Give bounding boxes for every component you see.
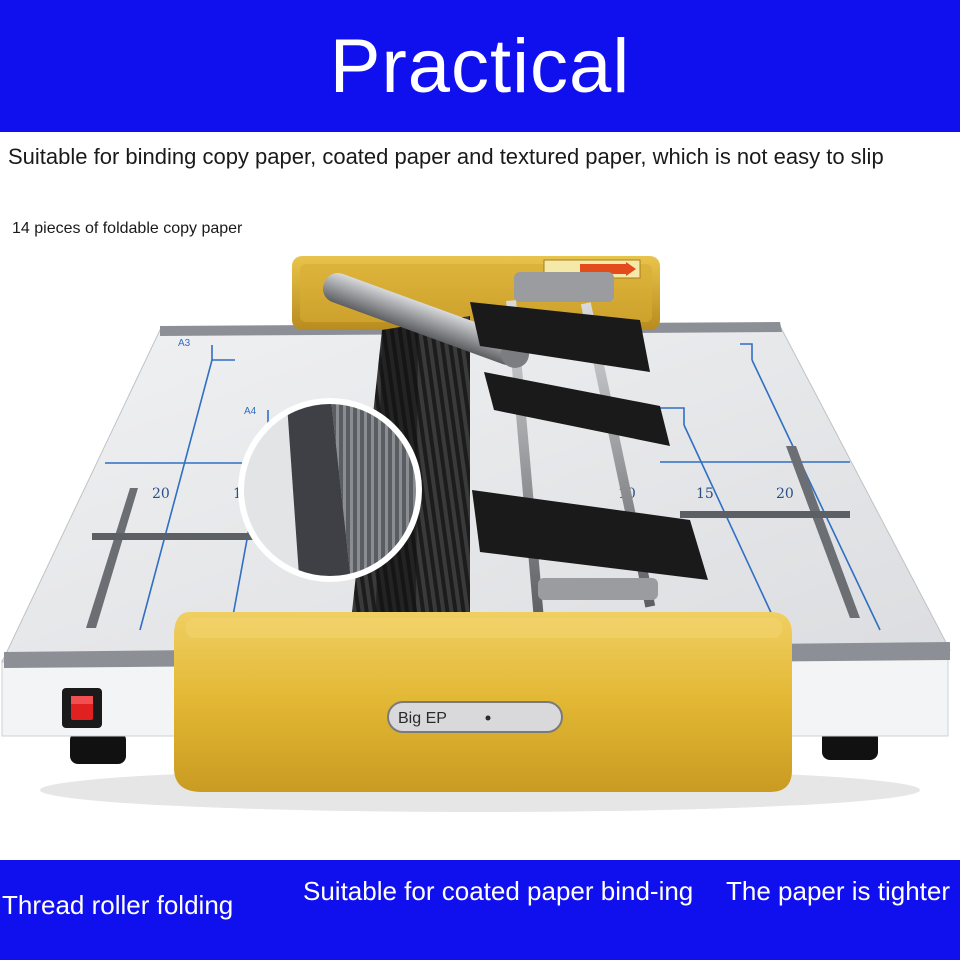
machine-foot-left	[70, 732, 126, 764]
brand-plate: Big EP	[387, 701, 563, 733]
power-switch[interactable]	[62, 688, 102, 728]
machine-foot-right	[822, 730, 878, 760]
scale-label: 15	[696, 486, 714, 502]
header-banner: Practical	[0, 0, 960, 132]
description-text: Suitable for binding copy paper, coated …	[8, 144, 884, 169]
feature-paper-tighter: The paper is tighter	[726, 876, 951, 906]
size-label-a4: A4	[244, 406, 257, 417]
clamp-mount	[514, 272, 614, 302]
product-photo: A3 A4 20 1 10 15 20	[1, 256, 951, 812]
scale-label: 20	[776, 486, 794, 502]
brand-label: Big EP	[398, 710, 447, 727]
roller-zoom-inset	[238, 398, 422, 582]
paper-guide-left[interactable]	[86, 488, 262, 628]
size-label-a3: A3	[178, 338, 191, 349]
clamp-mount	[538, 578, 658, 600]
footer-banner	[0, 860, 960, 960]
feature-thread-roller: Thread roller folding	[2, 890, 234, 920]
page-title: Practical	[329, 24, 631, 109]
feature-coated-paper: Suitable for coated paper bind-ing	[303, 876, 694, 906]
scale-label: 20	[152, 486, 170, 502]
paper-guide-right[interactable]	[680, 446, 860, 618]
scale-label: 1	[233, 486, 242, 502]
subtitle-text: 14 pieces of foldable copy paper	[12, 220, 243, 237]
pressure-clamp[interactable]	[470, 302, 708, 580]
